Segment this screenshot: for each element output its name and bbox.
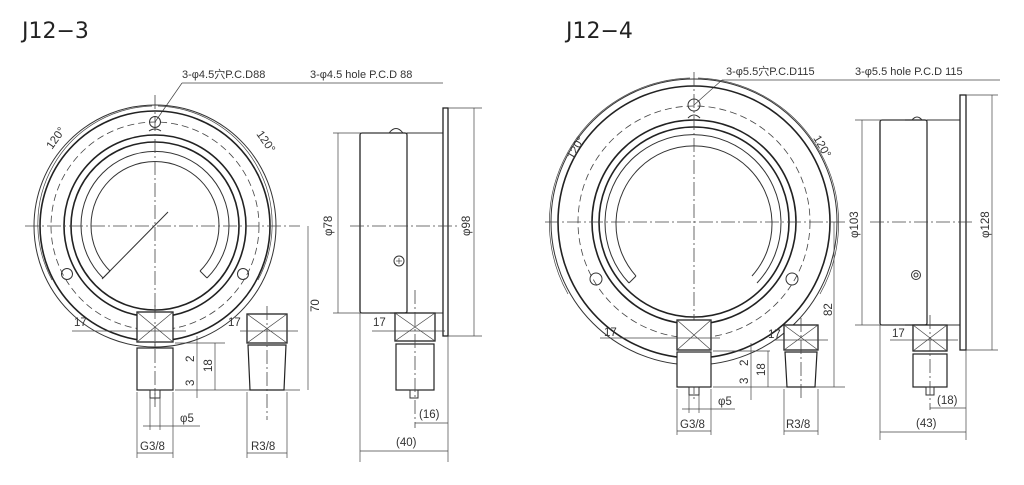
pin xyxy=(688,386,700,396)
center-height: 70 xyxy=(310,299,322,312)
hole-note-en: 3-φ4.5 hole P.C.D 88 xyxy=(310,69,412,81)
fitting-taper: 17 R3/8 xyxy=(228,306,298,458)
angle-arc-right xyxy=(157,105,273,281)
mount-hole-right xyxy=(237,268,249,280)
hex-dim-front: 17 xyxy=(74,317,87,329)
model-title: J12−3 xyxy=(20,19,89,44)
screw xyxy=(393,255,405,267)
dial-arc-outer xyxy=(604,134,782,284)
flange-diameter: φ98 xyxy=(461,216,473,236)
flange-plate xyxy=(442,107,449,337)
mount-hole-left xyxy=(61,268,73,280)
thread-g38 xyxy=(676,351,712,388)
hex-dim-side: 17 xyxy=(373,317,386,329)
mount-hole-right xyxy=(785,272,799,286)
case-body xyxy=(359,132,408,314)
thread-dim-3: 3 xyxy=(739,378,751,384)
fitting-front: 17 2 3 18 φ5 G3/8 xyxy=(72,305,300,458)
hole-note-jp: 3-φ4.5穴P.C.D88 xyxy=(182,67,265,81)
thread-spec-taper: R3/8 xyxy=(251,441,275,453)
center-height: 82 xyxy=(823,303,835,316)
hole-leader xyxy=(154,82,183,123)
total-depth: (40) xyxy=(396,437,417,449)
thread-dim-3: 3 xyxy=(185,380,197,386)
case-diameter: φ103 xyxy=(849,211,861,238)
hex-dim-taper: 17 xyxy=(228,317,241,329)
flange-plate xyxy=(959,94,967,351)
flange-diameter: φ128 xyxy=(980,211,992,238)
angle-label-left: 120° xyxy=(45,125,68,151)
thread-dim-18: 18 xyxy=(756,363,768,376)
screw xyxy=(911,270,921,280)
mount-hole-top xyxy=(149,116,161,128)
pin-diameter: φ5 xyxy=(180,413,194,425)
thread-dim-2: 2 xyxy=(739,360,751,366)
hex-dim-taper: 17 xyxy=(768,329,781,341)
side-view: φ78 φ98 17 (16) (40) xyxy=(323,107,482,462)
angle-label-right: 120° xyxy=(254,129,277,155)
drawing-j12-3: J12−3 3-φ4.5穴P.C.D88 3-φ4.5 hole P.C.D 8… xyxy=(20,19,482,462)
pin-diameter: φ5 xyxy=(718,396,732,408)
total-depth: (43) xyxy=(916,418,937,430)
front-view: 120° 120° xyxy=(545,72,845,400)
case-diameter: φ78 xyxy=(323,216,335,236)
hole-note-jp: 3-φ5.5穴P.C.D115 xyxy=(726,64,815,78)
side-view: φ103 φ128 17 (18) (43) xyxy=(849,94,998,440)
pointer-needle xyxy=(101,211,169,280)
drawing-j12-4: J12−4 3-φ5.5穴P.C.D115 3-φ5.5 hole P.C.D … xyxy=(545,19,1000,440)
thread-dim-18: 18 xyxy=(203,359,215,372)
hex-dim-front: 17 xyxy=(604,327,617,339)
angle-label-left: 120° xyxy=(565,135,587,162)
angle-arc-right xyxy=(697,77,839,295)
angle-arc-left xyxy=(37,105,153,281)
case-body xyxy=(879,119,928,326)
angle-arc-left xyxy=(549,77,691,295)
thread-spec-taper: R3/8 xyxy=(786,419,810,431)
hole-note-en: 3-φ5.5 hole P.C.D 115 xyxy=(855,66,963,78)
fitting-taper: 17 R3/8 xyxy=(768,318,828,435)
mount-hole-left xyxy=(589,272,603,286)
model-title: J12−4 xyxy=(564,19,633,44)
offset-depth: (16) xyxy=(419,409,440,421)
thread-spec-parallel: G3/8 xyxy=(140,441,165,453)
thread-spec-parallel: G3/8 xyxy=(680,419,705,431)
fitting-front: 17 2 3 18 φ5 G3/8 xyxy=(600,319,845,435)
offset-depth: (18) xyxy=(937,395,958,407)
thread-dim-2: 2 xyxy=(185,356,197,362)
hex-dim-side: 17 xyxy=(892,328,905,340)
mount-hole-top xyxy=(687,98,701,112)
